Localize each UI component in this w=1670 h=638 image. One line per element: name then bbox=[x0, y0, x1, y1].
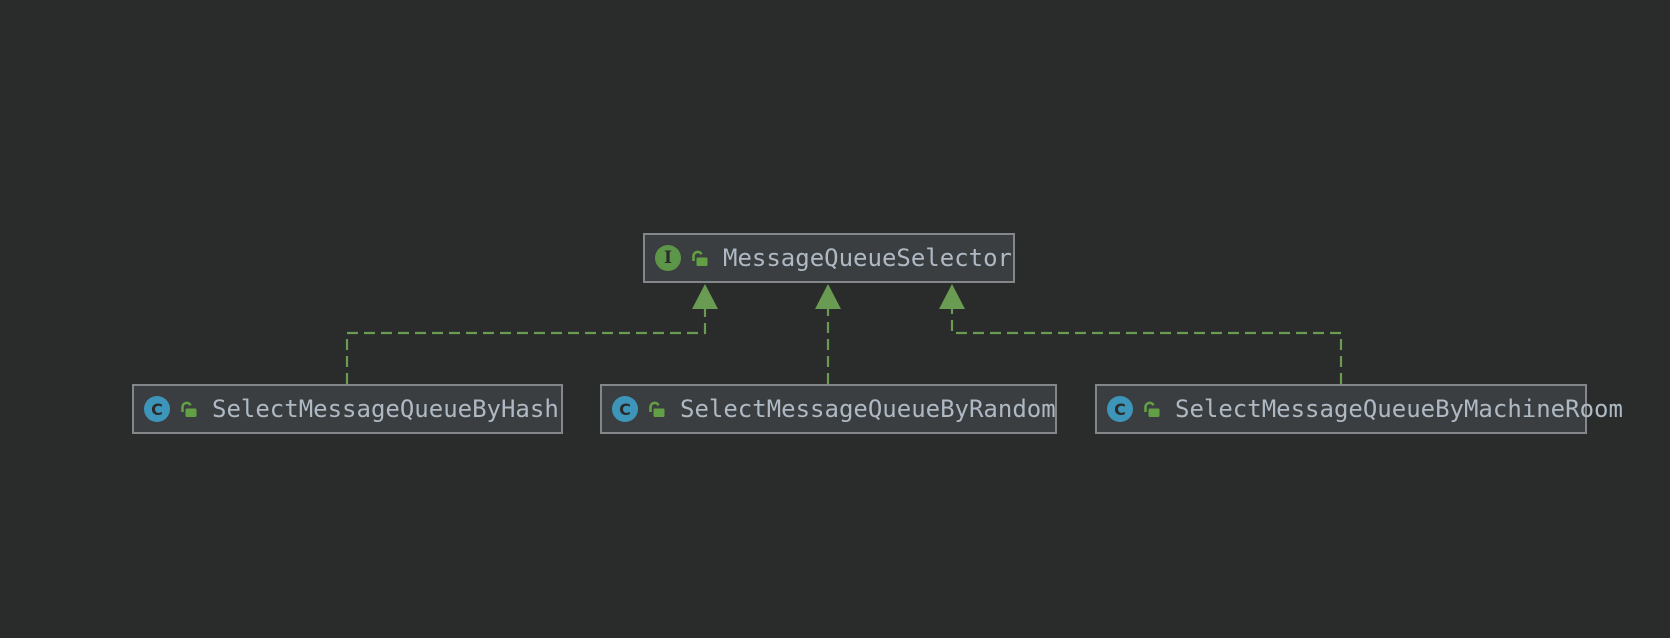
node-label: SelectMessageQueueByMachineRoom bbox=[1175, 395, 1623, 423]
node-class-selectmessagequeuebyhash[interactable]: C SelectMessageQueueByHash bbox=[132, 384, 563, 434]
interface-icon: I bbox=[655, 245, 681, 271]
unlocked-padlock-icon bbox=[1144, 401, 1160, 417]
edge-realization-machineroom-to-selector[interactable] bbox=[939, 284, 1343, 384]
class-icon: C bbox=[1107, 396, 1133, 422]
edge-realization-hash-to-selector[interactable] bbox=[345, 284, 718, 384]
unlocked-padlock-icon bbox=[649, 401, 665, 417]
arrowhead-icon bbox=[815, 284, 841, 309]
node-class-selectmessagequeuebymachineroom[interactable]: C SelectMessageQueueByMachineRoom bbox=[1095, 384, 1623, 434]
unlocked-padlock-icon bbox=[692, 250, 708, 266]
class-icon: C bbox=[144, 396, 170, 422]
node-interface-messagequeueselector[interactable]: I MessageQueueSelector bbox=[643, 233, 1015, 283]
node-label: MessageQueueSelector bbox=[723, 244, 1012, 272]
unlocked-padlock-icon bbox=[181, 401, 197, 417]
node-class-selectmessagequeuebyrandom[interactable]: C SelectMessageQueueByRandom bbox=[600, 384, 1057, 434]
node-label: SelectMessageQueueByRandom bbox=[680, 395, 1056, 423]
arrowhead-icon bbox=[939, 284, 965, 309]
edge-realization-random-to-selector[interactable] bbox=[815, 284, 841, 384]
node-label: SelectMessageQueueByHash bbox=[212, 395, 559, 423]
class-icon: C bbox=[612, 396, 638, 422]
arrowhead-icon bbox=[692, 284, 718, 309]
